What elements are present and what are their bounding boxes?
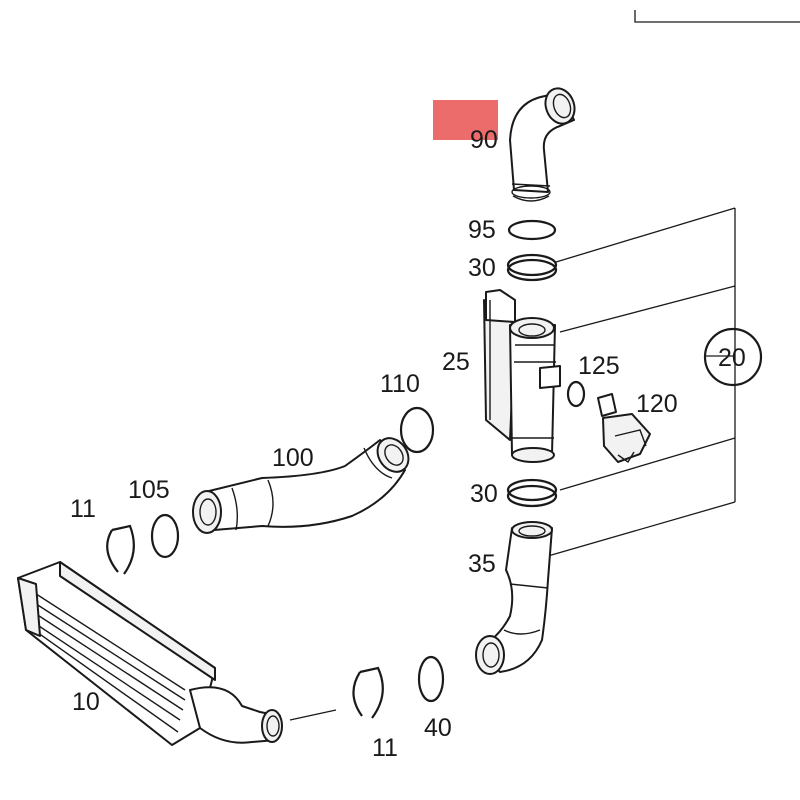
air-mass-meter-25[interactable]: [483, 289, 561, 463]
callout-95: 95: [468, 216, 496, 244]
hose-100[interactable]: [192, 432, 415, 534]
callout-100: 100: [272, 444, 314, 472]
callout-120: 120: [636, 390, 678, 418]
callout-35: 35: [468, 550, 496, 578]
sensor-120[interactable]: [597, 393, 651, 464]
callout-10: 10: [72, 688, 100, 716]
o-ring-95[interactable]: [507, 219, 557, 241]
callout-25: 25: [442, 348, 470, 376]
frame-corner: [634, 10, 800, 23]
callout-11-left: 11: [70, 495, 96, 523]
hose-35[interactable]: [475, 521, 553, 675]
group-20-circle: [703, 327, 763, 387]
o-ring-40[interactable]: [417, 655, 445, 703]
callout-30-upper: 30: [468, 254, 496, 282]
clip-11-right[interactable]: [352, 666, 384, 719]
o-ring-105[interactable]: [150, 513, 180, 559]
clamp-30-lower[interactable]: [506, 478, 558, 508]
callout-40: 40: [424, 714, 452, 742]
highlight-marker: [433, 100, 498, 140]
leader-10: [289, 709, 337, 721]
o-ring-110[interactable]: [399, 406, 435, 454]
callout-110: 110: [380, 370, 420, 398]
intercooler-10[interactable]: [17, 561, 283, 746]
callout-11-right: 11: [372, 734, 398, 762]
clip-11-left[interactable]: [106, 524, 135, 575]
group-20-bracket: [547, 207, 736, 557]
callout-105: 105: [128, 476, 170, 504]
callout-30-lower: 30: [470, 480, 498, 508]
seal-125[interactable]: [566, 380, 586, 408]
callout-90: 90: [470, 126, 498, 154]
clamp-30-upper[interactable]: [506, 253, 558, 282]
callout-125: 125: [578, 352, 620, 380]
hose-90[interactable]: [509, 84, 579, 202]
callout-20: 20: [718, 344, 746, 372]
